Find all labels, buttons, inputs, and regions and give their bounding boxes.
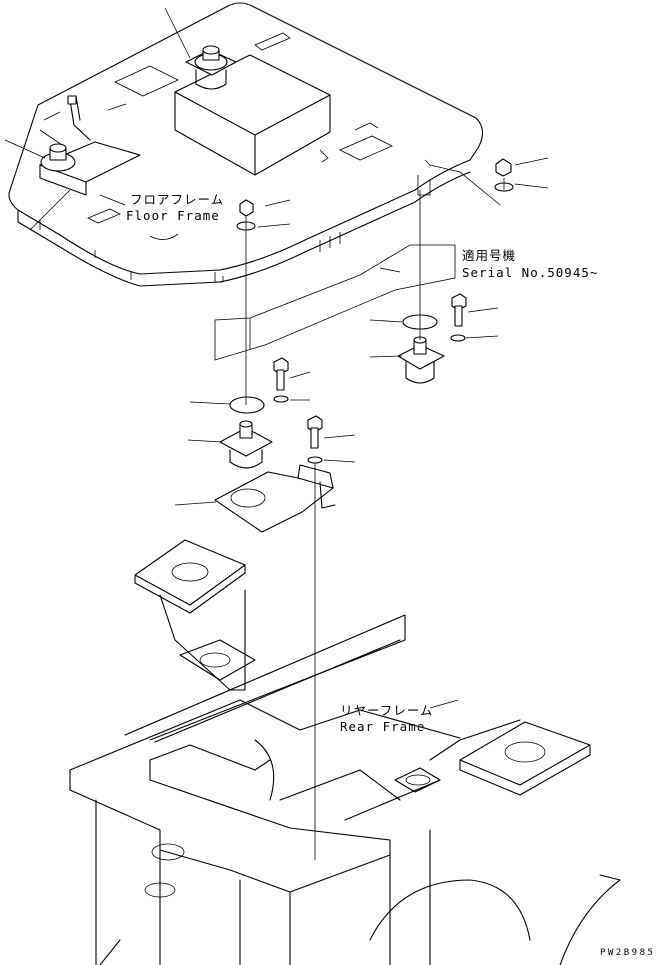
bolt-left-lower xyxy=(307,415,323,464)
assembly-lines xyxy=(245,178,505,860)
rear-frame-label-jp: リヤーフレーム xyxy=(340,703,434,718)
drawing-code: PW2B985 xyxy=(600,948,656,958)
serial-label-jp: 適用号機 xyxy=(462,248,517,263)
mount-left xyxy=(219,396,273,469)
leader-lines xyxy=(4,7,549,709)
mount-right xyxy=(397,314,445,384)
floor-frame-label-en: Floor Frame xyxy=(126,208,220,223)
rear-frame-label-en: Rear Frame xyxy=(340,719,426,734)
serial-bracket-outline xyxy=(214,244,456,361)
bolt-right xyxy=(450,293,467,342)
serial-label-en: Serial No.50945~ xyxy=(462,265,599,280)
rear-frame xyxy=(69,539,621,965)
floor-frame-label-jp: フロアフレーム xyxy=(130,192,225,207)
floor-frame-plate xyxy=(8,2,501,287)
floor-top-mount xyxy=(185,45,237,90)
floor-left-bracket xyxy=(39,95,141,196)
bolt-left-upper xyxy=(273,357,289,403)
mount-bracket-plate xyxy=(214,464,336,533)
